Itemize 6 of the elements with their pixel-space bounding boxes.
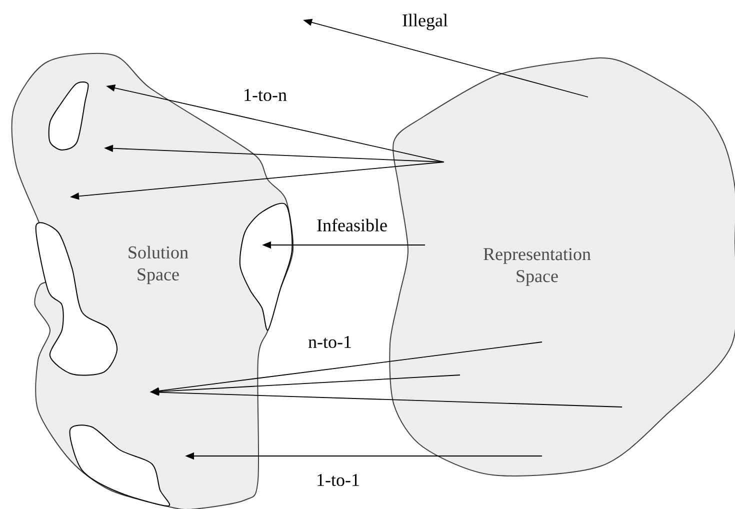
edge-label: 1-to-n (242, 88, 288, 102)
edge-label: Infeasible (316, 218, 388, 232)
edge-label: 1-to-1 (315, 472, 361, 488)
edge-label: n-to-1 (307, 334, 353, 350)
edge-label: Illegal (401, 12, 449, 32)
region-blob: Representation Space (389, 57, 735, 476)
